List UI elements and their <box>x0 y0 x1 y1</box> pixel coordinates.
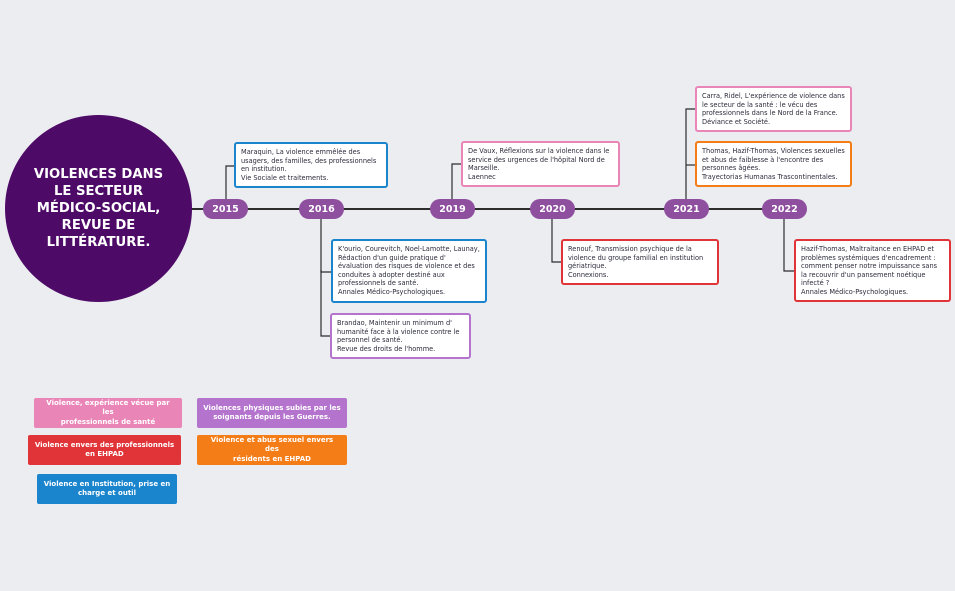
entry-text: Hazif-Thomas, Maltraitance en EHPAD et p… <box>801 245 938 296</box>
legend-item-orange[interactable]: Violence et abus sexuel envers des résid… <box>197 435 347 465</box>
connector-2020-renouf <box>551 219 562 263</box>
entry-text: Renouf, Transmission psychique de la vio… <box>568 245 704 279</box>
connector-2021-carra <box>685 108 696 199</box>
entry-text: Brandao, Maintenir un minimum d' humanit… <box>337 319 460 353</box>
legend-label: Violence envers des professionnels en EH… <box>34 440 175 459</box>
entry-card-carra[interactable]: Carra, Ridel, L'expérience de violence d… <box>695 86 852 132</box>
entry-text: De Vaux, Réflexions sur la violence dans… <box>468 147 610 181</box>
entry-card-hazif-thomas[interactable]: Hazif-Thomas, Maltraitance en EHPAD et p… <box>794 239 951 302</box>
connector-2022-hazif <box>783 219 795 272</box>
entry-card-maraquin[interactable]: Maraquin, La violence emmêlée des usager… <box>234 142 388 188</box>
entry-text: Carra, Ridel, L'expérience de violence d… <box>702 92 845 126</box>
year-2020[interactable]: 2020 <box>530 199 575 219</box>
year-2019[interactable]: 2019 <box>430 199 475 219</box>
entry-text: K'ourio, Courevitch, Noel-Lamotte, Launa… <box>338 245 480 296</box>
entry-text: Maraquin, La violence emmêlée des usager… <box>241 148 377 182</box>
map-title: VIOLENCES DANS LE SECTEUR MÉDICO-SOCIAL,… <box>33 167 164 250</box>
connector-2019-devaux <box>451 163 462 199</box>
legend-item-purple[interactable]: Violences physiques subies par les soign… <box>197 398 347 428</box>
legend-label: Violence, expérience vécue par les profe… <box>46 398 170 426</box>
entry-text: Thomas, Hazif-Thomas, Violences sexuelle… <box>702 147 845 181</box>
legend-item-red[interactable]: Violence envers des professionnels en EH… <box>28 435 181 465</box>
legend-label: Violences physiques subies par les soign… <box>203 403 341 422</box>
legend-item-blue[interactable]: Violence en Institution, prise en charge… <box>37 474 177 504</box>
connector-2015-maraquin <box>225 165 236 199</box>
connector-2016-brandao <box>320 270 331 337</box>
year-2022[interactable]: 2022 <box>762 199 807 219</box>
title-circle[interactable]: VIOLENCES DANS LE SECTEUR MÉDICO-SOCIAL,… <box>5 115 192 302</box>
entry-card-devaux[interactable]: De Vaux, Réflexions sur la violence dans… <box>461 141 620 187</box>
year-2015[interactable]: 2015 <box>203 199 248 219</box>
entry-card-thomas[interactable]: Thomas, Hazif-Thomas, Violences sexuelle… <box>695 141 852 187</box>
entry-card-renouf[interactable]: Renouf, Transmission psychique de la vio… <box>561 239 719 285</box>
legend-item-pink[interactable]: Violence, expérience vécue par les profe… <box>34 398 182 428</box>
entry-card-kourio[interactable]: K'ourio, Courevitch, Noel-Lamotte, Launa… <box>331 239 487 303</box>
legend-label: Violence en Institution, prise en charge… <box>43 479 171 498</box>
entry-card-brandao[interactable]: Brandao, Maintenir un minimum d' humanit… <box>330 313 471 359</box>
legend-label: Violence et abus sexuel envers des résid… <box>210 435 334 463</box>
year-2016[interactable]: 2016 <box>299 199 344 219</box>
year-2021[interactable]: 2021 <box>664 199 709 219</box>
